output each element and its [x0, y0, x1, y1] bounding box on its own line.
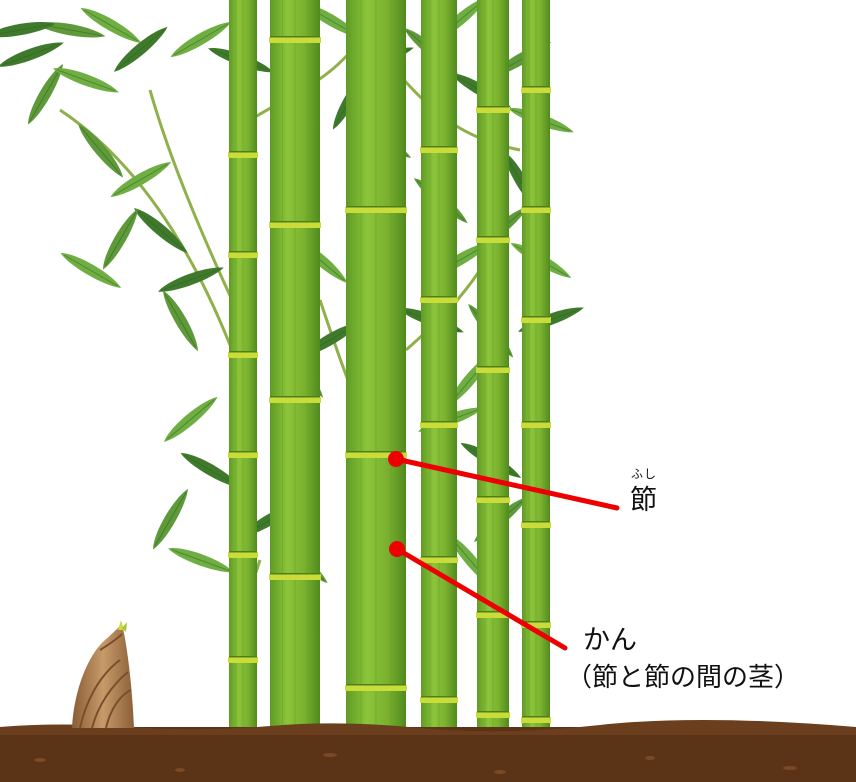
stalk-node-band: [521, 87, 551, 93]
stalk-node-band: [420, 557, 458, 563]
bamboo-leaf: [78, 123, 124, 178]
bamboo-leaf: [168, 548, 234, 573]
bamboo-leaf: [180, 453, 242, 488]
stalk-node-band: [420, 422, 458, 428]
internode-marker-dot: [389, 541, 405, 557]
bamboo-leaf: [110, 162, 172, 197]
stalk-node-band: [228, 252, 258, 258]
stalk-node-band: [228, 452, 258, 458]
stalk-node-band: [521, 422, 551, 428]
bamboo-stalks: [228, 0, 551, 728]
bamboo-leaf: [36, 22, 106, 38]
bamboo-leaf: [170, 22, 232, 57]
stalk-node-band: [521, 522, 551, 528]
stalk-node-band: [476, 612, 510, 618]
bamboo-leaf: [0, 22, 56, 38]
bamboo-leaf: [103, 208, 138, 270]
bamboo-stalk: [269, 0, 321, 728]
bamboo-leaf: [158, 267, 224, 292]
stalk-node-band: [420, 697, 458, 703]
stalk-node-band: [521, 317, 551, 323]
bamboo-stalk: [228, 0, 258, 728]
bamboo-stalk: [476, 0, 510, 728]
stalk-node-band: [476, 237, 510, 243]
soil-ground: [0, 719, 856, 782]
stalk-node-band: [345, 452, 407, 458]
bamboo-stalk: [521, 0, 551, 728]
internode-description: （節と節の間の茎）: [566, 663, 801, 693]
stalk-node-band: [521, 622, 551, 628]
stalk-node-band: [521, 207, 551, 213]
bamboo-leaf: [113, 26, 168, 72]
internode-label: かん: [583, 625, 637, 656]
stalk-node-band: [345, 207, 407, 213]
bamboo-leaf: [60, 253, 122, 288]
node-marker-dot: [388, 451, 404, 467]
bamboo-branch: [148, 89, 234, 301]
stalk-node-band: [476, 107, 510, 113]
stalk-node-band: [269, 222, 321, 228]
bamboo-branch: [318, 299, 350, 381]
stalk-node-band: [476, 712, 510, 718]
node-pointer: [388, 451, 620, 511]
stalk-node-band: [521, 717, 551, 723]
stalk-node-band: [228, 657, 258, 663]
node-ruby-reading: ふし: [631, 467, 658, 481]
stalk-node-band: [420, 297, 458, 303]
bamboo-leaf: [0, 42, 64, 67]
internode-pointer: [389, 541, 568, 651]
bamboo-stalk: [420, 0, 458, 728]
stalk-node-band: [269, 397, 321, 403]
bamboo-leaf: [163, 290, 198, 352]
bamboo-branch: [59, 108, 232, 346]
stalk-node-band: [228, 552, 258, 558]
stalk-node-band: [476, 367, 510, 373]
stalk-node-band: [345, 685, 407, 691]
bamboo-leaf: [133, 208, 188, 254]
bamboo-leaf: [28, 63, 63, 125]
bamboo-leaf: [163, 396, 218, 442]
bamboo-leaf: [80, 8, 142, 43]
node-label: 節: [630, 485, 657, 516]
stalk-node-band: [228, 152, 258, 158]
bamboo-leaves: [0, 0, 584, 651]
stalk-node-band: [476, 497, 510, 503]
bamboo-stalk: [345, 0, 407, 728]
bamboo-leaf: [153, 488, 188, 550]
stalk-node-band: [228, 352, 258, 358]
stalk-node-band: [269, 574, 321, 580]
stalk-node-band: [420, 147, 458, 153]
bamboo-shoot-icon: [72, 620, 134, 729]
stalk-node-band: [269, 37, 321, 43]
bamboo-leaf: [53, 68, 119, 93]
